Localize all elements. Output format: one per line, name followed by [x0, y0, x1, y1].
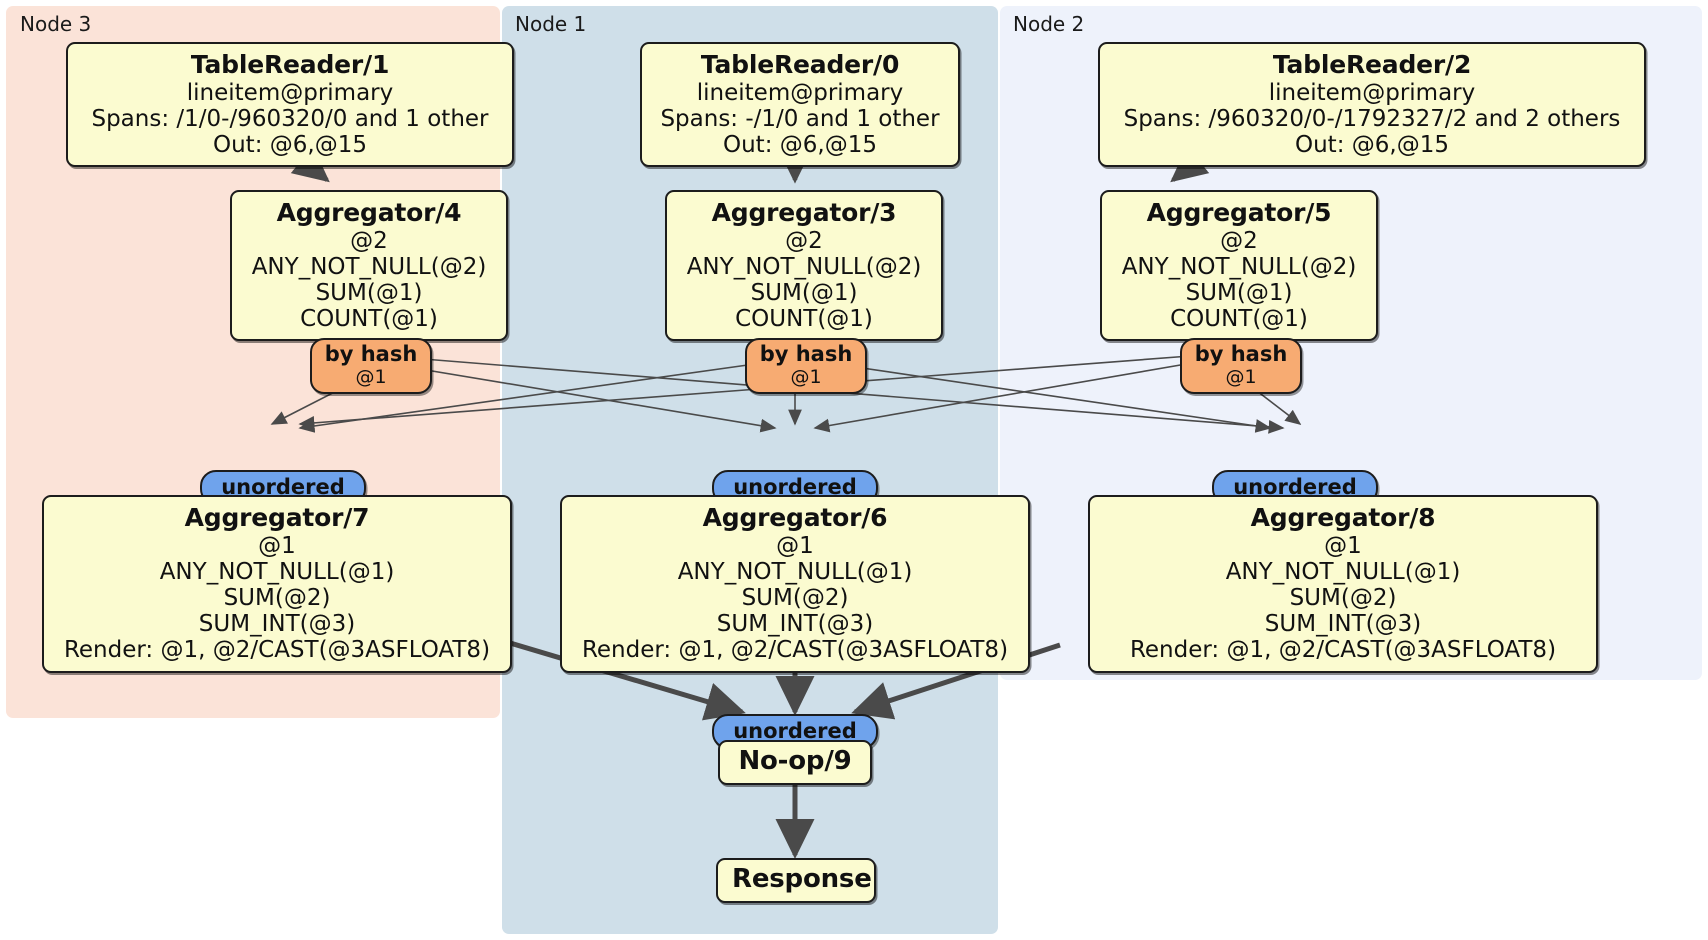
- box-line: ANY_NOT_NULL(@1): [159, 558, 395, 585]
- badge-by-hash-center[interactable]: by hash @1: [745, 338, 867, 394]
- box-line: @2: [1220, 227, 1258, 254]
- box-title: Aggregator/5: [1146, 198, 1332, 227]
- box-line: Render: @1, @2/CAST(@3ASFLOAT8): [1129, 637, 1557, 664]
- box-line: ANY_NOT_NULL(@1): [677, 558, 913, 585]
- processor-aggregator-3[interactable]: Aggregator/3 @2 ANY_NOT_NULL(@2) SUM(@1)…: [665, 190, 943, 342]
- processor-aggregator-7[interactable]: Aggregator/7 @1 ANY_NOT_NULL(@1) SUM(@2)…: [42, 495, 512, 673]
- processor-table-reader-0[interactable]: TableReader/0 lineitem@primary Spans: -/…: [640, 42, 960, 168]
- processor-response[interactable]: Response: [716, 858, 876, 903]
- processor-no-op-9[interactable]: No-op/9: [718, 740, 872, 785]
- box-title: No-op/9: [738, 746, 852, 776]
- badge-by-hash-left[interactable]: by hash @1: [310, 338, 432, 394]
- panel-node-1-label: Node 1: [515, 12, 587, 36]
- box-line: lineitem@primary: [186, 79, 394, 106]
- panel-node-2-label: Node 2: [1013, 12, 1085, 36]
- box-title: TableReader/2: [1272, 50, 1472, 79]
- box-line: SUM_INT(@3): [1264, 611, 1422, 638]
- processor-aggregator-8[interactable]: Aggregator/8 @1 ANY_NOT_NULL(@1) SUM(@2)…: [1088, 495, 1598, 673]
- box-line: SUM(@1): [315, 279, 423, 306]
- processor-aggregator-4[interactable]: Aggregator/4 @2 ANY_NOT_NULL(@2) SUM(@1)…: [230, 190, 508, 342]
- box-line: ANY_NOT_NULL(@2): [251, 253, 487, 280]
- box-title: Response: [732, 864, 872, 894]
- box-line: SUM(@1): [750, 279, 858, 306]
- box-title: TableReader/0: [700, 50, 900, 79]
- box-title: Aggregator/8: [1250, 503, 1436, 532]
- box-title: Aggregator/3: [711, 198, 897, 227]
- box-line: SUM_INT(@3): [198, 611, 356, 638]
- badge-sublabel: @1: [355, 365, 387, 388]
- panel-node-3-label: Node 3: [20, 12, 92, 36]
- badge-sublabel: @1: [790, 365, 822, 388]
- box-line: ANY_NOT_NULL(@2): [686, 253, 922, 280]
- box-line: Spans: -/1/0 and 1 other: [660, 105, 940, 132]
- box-line: COUNT(@1): [735, 306, 873, 333]
- box-title: TableReader/1: [190, 50, 390, 79]
- processor-table-reader-1[interactable]: TableReader/1 lineitem@primary Spans: /1…: [66, 42, 514, 168]
- box-line: SUM(@2): [223, 584, 331, 611]
- box-line: SUM(@2): [741, 584, 849, 611]
- box-line: @1: [1324, 532, 1362, 559]
- box-line: Out: @6,@15: [213, 131, 367, 158]
- box-line: lineitem@primary: [1268, 79, 1476, 106]
- badge-label: unordered: [733, 719, 857, 743]
- box-line: lineitem@primary: [696, 79, 904, 106]
- badge-sublabel: @1: [1225, 365, 1257, 388]
- box-line: COUNT(@1): [1170, 306, 1308, 333]
- badge-label: by hash: [1194, 342, 1288, 366]
- badge-label: unordered: [221, 475, 345, 499]
- box-line: SUM(@2): [1289, 584, 1397, 611]
- processor-table-reader-2[interactable]: TableReader/2 lineitem@primary Spans: /9…: [1098, 42, 1646, 168]
- processor-aggregator-6[interactable]: Aggregator/6 @1 ANY_NOT_NULL(@1) SUM(@2)…: [560, 495, 1030, 673]
- box-line: Spans: /960320/0-/1792327/2 and 2 others: [1123, 105, 1621, 132]
- box-title: Aggregator/4: [276, 198, 462, 227]
- badge-label: unordered: [733, 475, 857, 499]
- badge-label: by hash: [324, 342, 418, 366]
- box-line: COUNT(@1): [300, 306, 438, 333]
- badge-by-hash-right[interactable]: by hash @1: [1180, 338, 1302, 394]
- badge-label: by hash: [759, 342, 853, 366]
- box-line: SUM(@1): [1185, 279, 1293, 306]
- processor-aggregator-5[interactable]: Aggregator/5 @2 ANY_NOT_NULL(@2) SUM(@1)…: [1100, 190, 1378, 342]
- box-line: SUM_INT(@3): [716, 611, 874, 638]
- box-line: ANY_NOT_NULL(@1): [1225, 558, 1461, 585]
- box-line: Render: @1, @2/CAST(@3ASFLOAT8): [581, 637, 1009, 664]
- box-line: Spans: /1/0-/960320/0 and 1 other: [91, 105, 489, 132]
- box-line: Render: @1, @2/CAST(@3ASFLOAT8): [63, 637, 491, 664]
- box-line: Out: @6,@15: [1295, 131, 1449, 158]
- box-title: Aggregator/6: [702, 503, 888, 532]
- box-line: @2: [350, 227, 388, 254]
- box-line: @1: [776, 532, 814, 559]
- badge-label: unordered: [1233, 475, 1357, 499]
- box-title: Aggregator/7: [184, 503, 370, 532]
- box-line: @2: [785, 227, 823, 254]
- box-line: @1: [258, 532, 296, 559]
- box-line: Out: @6,@15: [723, 131, 877, 158]
- box-line: ANY_NOT_NULL(@2): [1121, 253, 1357, 280]
